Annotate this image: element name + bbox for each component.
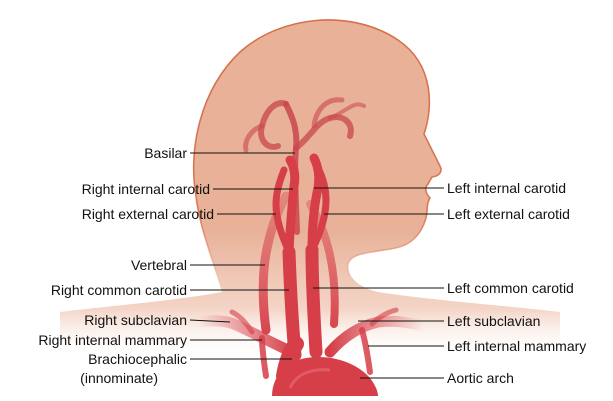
label-right-external-carotid: Right external carotid bbox=[82, 206, 214, 222]
label-right-subclavian: Right subclavian bbox=[84, 312, 187, 328]
label-left-internal-carotid: Left internal carotid bbox=[447, 180, 566, 196]
label-left-internal-mammary: Left internal mammary bbox=[447, 338, 586, 354]
label-right-internal-mammary: Right internal mammary bbox=[38, 332, 187, 348]
label-left-external-carotid: Left external carotid bbox=[447, 206, 570, 222]
label-brachiocephalic: Brachiocephalic bbox=[88, 351, 187, 367]
label-right-common-carotid: Right common carotid bbox=[51, 282, 187, 298]
left-common-carotid-artery bbox=[312, 250, 316, 352]
label-left-subclavian: Left subclavian bbox=[447, 313, 540, 329]
label-right-internal-carotid: Right internal carotid bbox=[82, 181, 210, 197]
label-left-common-carotid: Left common carotid bbox=[447, 280, 574, 296]
label-vertebral: Vertebral bbox=[131, 257, 187, 273]
label-innominate: (innominate) bbox=[80, 370, 158, 386]
label-aortic-arch: Aortic arch bbox=[447, 370, 514, 386]
label-basilar: Basilar bbox=[144, 145, 187, 161]
